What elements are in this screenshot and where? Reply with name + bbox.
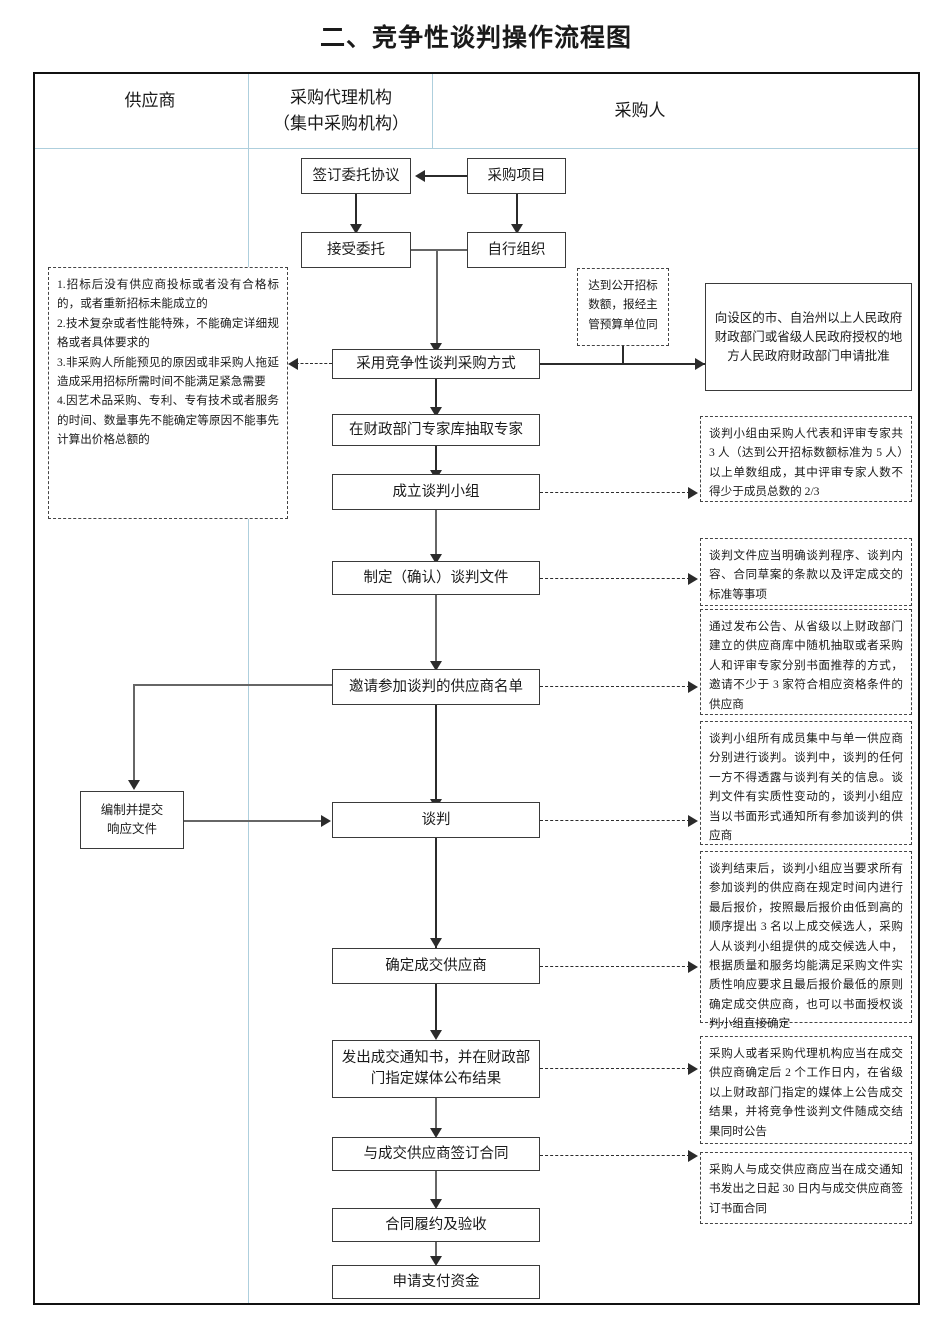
- node-adopt-negotiation[interactable]: 采用竞争性谈判采购方式: [332, 349, 540, 379]
- connector-supplier-to-negotiation: [184, 820, 323, 822]
- connector-join-horizontal: [411, 249, 467, 251]
- dashed-connector-contract-note: [540, 1155, 690, 1156]
- arrowhead-team-note: [688, 487, 698, 499]
- arrowhead-adopt-to-conditions: [288, 358, 298, 370]
- arrowhead-sign-to-accept: [350, 224, 362, 234]
- arrowhead-notice-to-contract: [430, 1128, 442, 1138]
- column-header-agency: 采购代理机构 （集中采购机构）: [250, 85, 432, 137]
- arrowhead-join-to-adopt: [430, 343, 442, 353]
- node-procurement-project[interactable]: 采购项目: [467, 158, 566, 194]
- connector-adopt-to-approval: [540, 363, 705, 365]
- node-issue-notice-line2: 门指定媒体公布结果: [370, 1071, 502, 1087]
- arrowhead-negotiation-note: [688, 815, 698, 827]
- note-docs-requirements: 谈判文件应当明确谈判程序、谈判内容、合同草案的条款以及评定成交的标准等事项: [700, 538, 912, 606]
- arrowhead-project-to-sign: [415, 170, 425, 182]
- dashed-connector-adopt-to-conditions: [291, 363, 332, 364]
- node-draw-experts[interactable]: 在财政部门专家库抽取专家: [332, 414, 540, 446]
- node-issue-notice[interactable]: 发出成交通知书，并在财政部 门指定媒体公布结果: [332, 1040, 540, 1098]
- arrowhead-adopt-to-experts: [430, 407, 442, 417]
- node-prepare-response[interactable]: 编制并提交 响应文件: [80, 791, 184, 849]
- dashed-connector-negotiation-note: [540, 820, 690, 821]
- connector-project-to-self: [516, 194, 518, 226]
- arrowhead-docs-note: [688, 573, 698, 585]
- connector-team-to-docs: [435, 510, 437, 558]
- connector-threshold-down: [622, 346, 624, 364]
- column-header-agency-line2: （集中采购机构）: [273, 114, 409, 133]
- node-sign-contract[interactable]: 与成交供应商签订合同: [332, 1137, 540, 1171]
- connector-docs-to-invite: [435, 595, 437, 665]
- dashed-connector-quote-note: [540, 966, 690, 967]
- node-approval-apply[interactable]: 向设区的市、自治州以上人民政府财政部门或省级人民政府授权的地方人民政府财政部门申…: [705, 283, 912, 391]
- connector-contract-to-perform: [435, 1171, 437, 1207]
- arrowhead-project-to-self: [511, 224, 523, 234]
- note-invite-method: 通过发布公告、从省级以上财政部门建立的供应商库中随机抽取或者采购人和评审专家分别…: [700, 609, 912, 715]
- arrowhead-team-to-docs: [430, 554, 442, 564]
- node-issue-notice-line1: 发出成交通知书，并在财政部: [341, 1050, 531, 1066]
- node-form-team[interactable]: 成立谈判小组: [332, 474, 540, 510]
- note-final-quote-rules: 谈判结束后，谈判小组应当要求所有参加谈判的供应商在规定时间内进行最后报价，按照最…: [700, 851, 912, 1030]
- dashed-connector-publish-note: [540, 1068, 690, 1069]
- connector-experts-to-team: [435, 446, 437, 473]
- node-accept-entrust[interactable]: 接受委托: [301, 232, 411, 268]
- note-publish-rules: 采购人或者采购代理机构应当在成交供应商确定后 2 个工作日内，在省级以上财政部门…: [700, 1036, 912, 1144]
- node-make-docs[interactable]: 制定（确认）谈判文件: [332, 561, 540, 595]
- node-negotiation[interactable]: 谈判: [332, 802, 540, 838]
- arrowhead-quote-note: [688, 961, 698, 973]
- connector-adopt-to-experts: [435, 379, 437, 409]
- page-title: 二、竞争性谈判操作流程图: [319, 25, 632, 52]
- node-invite-list[interactable]: 邀请参加谈判的供应商名单: [332, 669, 540, 705]
- node-apply-payment[interactable]: 申请支付资金: [332, 1265, 540, 1299]
- arrowhead-invite-note: [688, 681, 698, 693]
- connector-invite-to-negotiation: [435, 705, 437, 803]
- arrowhead-contract-to-perform: [430, 1199, 442, 1209]
- node-determine-winner[interactable]: 确定成交供应商: [332, 948, 540, 984]
- node-sign-entrust[interactable]: 签订委托协议: [301, 158, 411, 194]
- connector-invite-to-supplier-v: [133, 684, 135, 784]
- arrowhead-negotiation-to-determine: [430, 938, 442, 948]
- column-divider-agency-purchaser: [432, 74, 433, 148]
- column-header-agency-line1: 采购代理机构: [290, 88, 392, 107]
- connector-notice-to-contract: [435, 1098, 437, 1136]
- dashed-connector-team-note: [540, 492, 690, 493]
- connector-project-to-sign: [425, 175, 467, 177]
- arrowhead-perform-to-payment: [430, 1256, 442, 1266]
- arrowhead-contract-note: [688, 1150, 698, 1162]
- arrowhead-determine-to-notice: [430, 1030, 442, 1040]
- connector-invite-to-supplier-h: [133, 684, 332, 686]
- header-divider: [35, 148, 918, 149]
- note-team-composition: 谈判小组由采购人代表和评审专家共 3 人（达到公开招标数额标准为 5 人）以上单…: [700, 416, 912, 502]
- column-header-supplier: 供应商: [124, 91, 176, 110]
- node-self-organize[interactable]: 自行组织: [467, 232, 566, 268]
- connector-perform-to-payment: [435, 1242, 437, 1264]
- connector-negotiation-to-determine: [435, 838, 437, 948]
- arrowhead-supplier-to-negotiation: [321, 815, 331, 827]
- column-divider-supplier-agency: [248, 74, 249, 1303]
- arrowhead-adopt-to-approval: [695, 358, 705, 370]
- connector-sign-to-accept: [355, 194, 357, 226]
- node-prepare-response-line2: 响应文件: [106, 822, 157, 836]
- node-prepare-response-line1: 编制并提交: [100, 803, 164, 817]
- arrowhead-invite-to-supplier: [128, 780, 140, 790]
- column-header-purchaser: 采购人: [614, 101, 666, 120]
- dashed-connector-docs-note: [540, 578, 690, 579]
- node-perform-accept[interactable]: 合同履约及验收: [332, 1208, 540, 1242]
- connector-determine-to-notice: [435, 984, 437, 1038]
- note-contract-rules: 采购人与成交供应商应当在成交通知书发出之日起 30 日内与成交供应商签订书面合同: [700, 1152, 912, 1224]
- arrowhead-publish-note: [688, 1063, 698, 1075]
- connector-join-down: [436, 249, 438, 353]
- note-threshold: 达到公开招标数额，报经主管预算单位同: [577, 268, 669, 346]
- note-negotiation-rules: 谈判小组所有成员集中与单一供应商分别进行谈判。谈判中，谈判的任何一方不得透露与谈…: [700, 721, 912, 845]
- arrowhead-docs-to-invite: [430, 661, 442, 671]
- dashed-connector-invite-note: [540, 686, 690, 687]
